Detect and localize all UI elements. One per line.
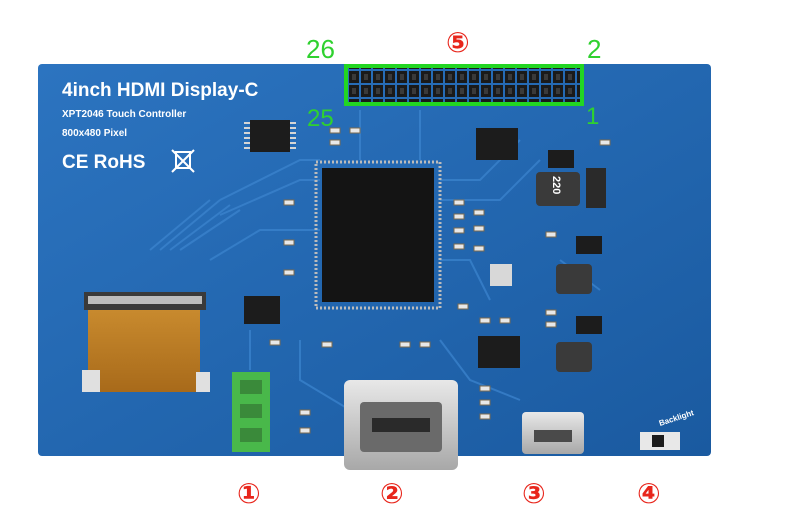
board-controller: XPT2046 Touch Controller xyxy=(62,109,186,120)
weee-bin-icon xyxy=(171,149,195,173)
small-chip-b xyxy=(576,236,602,254)
backlight-switch-knob xyxy=(652,435,664,447)
hdmi-port-tongue xyxy=(372,418,430,432)
board-resolution: 800x480 Pixel xyxy=(62,128,127,139)
fpc-connector-latch xyxy=(88,296,202,304)
board-title: 4inch HDMI Display-C xyxy=(62,80,259,101)
flex-cable-shadow xyxy=(82,370,100,392)
crystal xyxy=(490,264,512,286)
flex-cable xyxy=(88,310,200,392)
terminal-slot-2 xyxy=(240,404,262,418)
touch-controller-pins xyxy=(244,122,296,149)
regulator-chip xyxy=(476,128,518,160)
gpio-header xyxy=(348,68,580,102)
fuse xyxy=(586,168,606,208)
callout-3: ③ xyxy=(522,477,546,510)
mosfet-chip xyxy=(478,336,520,368)
amp-chip xyxy=(244,296,280,324)
pcb-traces xyxy=(149,110,601,411)
touch-controller-chip xyxy=(250,120,290,152)
passive-components xyxy=(269,127,611,434)
pin-label-2: 2 xyxy=(587,34,601,64)
callout-5: ⑤ xyxy=(446,26,470,59)
pin-label-1: 1 xyxy=(586,103,599,130)
gpio-header-highlight xyxy=(344,64,584,106)
main-processor-pins-frame xyxy=(314,160,442,310)
callout-4: ④ xyxy=(637,477,661,510)
inductor xyxy=(536,172,580,206)
terminal-slot-1 xyxy=(240,380,262,394)
certification-marks: CE RoHS xyxy=(62,152,145,173)
flex-cable-tab xyxy=(196,372,210,392)
small-chip-a xyxy=(548,150,574,168)
inductor-marking: 220 xyxy=(550,176,562,194)
callout-1: ① xyxy=(237,477,261,510)
inductor-b xyxy=(556,264,592,294)
terminal-slot-3 xyxy=(240,428,262,442)
main-processor-chip xyxy=(322,168,434,302)
small-chip-c xyxy=(576,316,602,334)
inductor-c xyxy=(556,342,592,372)
callout-2: ② xyxy=(380,477,404,510)
micro-usb-opening xyxy=(534,430,572,442)
pin-label-26: 26 xyxy=(306,34,335,64)
pin-label-25: 25 xyxy=(307,105,334,132)
